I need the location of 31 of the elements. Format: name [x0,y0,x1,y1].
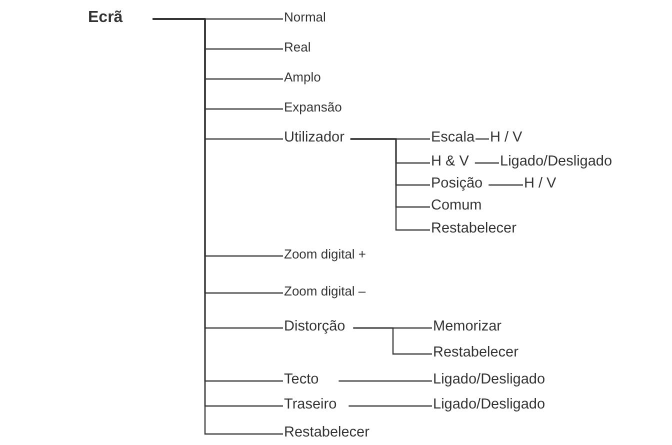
menu-item-label: Utilizador [284,130,344,146]
connector-line [338,380,432,382]
menu-item-label: Comum [431,198,482,214]
root-menu-label: Ecrã [88,8,123,28]
menu-item-label: Traseiro [284,396,337,414]
connector-line [488,184,523,186]
menu-item-label: Distorção [284,318,346,336]
connector-line [474,162,499,164]
connector-line [350,138,430,231]
menu-item-label: Restabelecer [284,424,370,442]
menu-item-label: Ligado/Desligado [500,154,612,170]
menu-item-label: H & V [431,154,469,170]
menu-item-label: Real [284,40,311,56]
menu-item-label: H / V [490,130,522,146]
connector-line [476,138,489,140]
menu-item-label: Zoom digital – [284,284,366,300]
menu-item-label: Restabelecer [433,344,518,362]
menu-item-label: Posição [431,176,483,192]
menu-item-label: Tecto [284,372,319,388]
menu-item-label: Restabelecer [431,220,516,238]
connector-line [348,405,432,407]
menu-item-label: Memorizar [433,318,502,336]
menu-item-label: Normal [284,10,326,26]
menu-item-label: Zoom digital + [284,248,366,262]
menu-item-label: Ligado/Desligado [433,372,546,388]
connector-line [353,327,432,355]
menu-item-label: Amplo [284,70,321,86]
menu-item-label: Escala [431,130,475,146]
menu-item-label: H / V [524,176,556,192]
menu-item-label: Ligado/Desligado [433,396,546,414]
menu-item-label: Expansão [284,100,342,116]
